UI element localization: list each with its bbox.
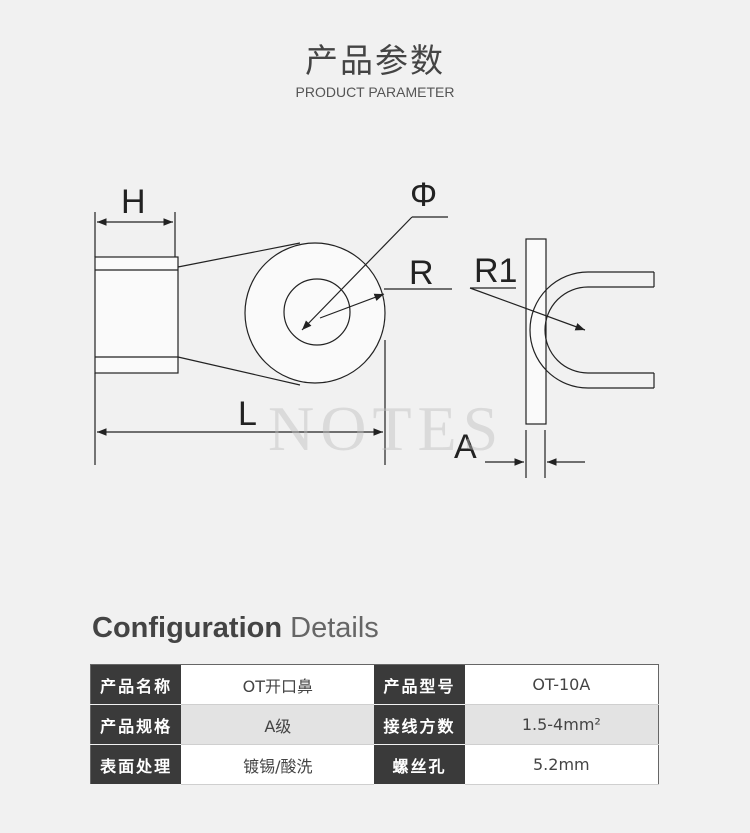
watermark: NOTES	[268, 393, 505, 464]
spec-table: 产品名称 OT开口鼻 产品型号 OT-10A 产品规格 A级 接线方数 1.5-…	[90, 664, 659, 785]
spec-label: 产品名称	[90, 664, 182, 705]
u-shape-inner	[544, 286, 654, 374]
h-label: H	[121, 183, 146, 221]
spec-value: 5.2mm	[464, 744, 659, 785]
page-title: 产品参数	[305, 41, 445, 80]
barrel-body	[94, 256, 179, 374]
u-shape-outer	[529, 271, 654, 389]
config-heading: Configuration Details	[92, 612, 379, 645]
spec-value: 1.5-4mm²	[464, 704, 659, 745]
tongue-upper-edge	[177, 242, 301, 268]
tongue-lower-edge	[177, 356, 301, 386]
ring-hole	[283, 278, 351, 346]
a-label: A	[454, 428, 477, 466]
spec-label: 表面处理	[90, 744, 182, 785]
l-label: L	[238, 395, 257, 433]
table-row: 产品名称 OT开口鼻 产品型号 OT-10A	[90, 664, 659, 705]
terminal-dimension-drawing: H Φ R R1 L A	[94, 176, 655, 478]
spec-value: OT-10A	[464, 664, 659, 705]
page-subtitle: PRODUCT PARAMETER	[295, 84, 455, 100]
r-label: R	[409, 254, 434, 292]
ring-plate-side	[525, 238, 547, 425]
spec-label: 产品型号	[374, 664, 465, 705]
config-heading-bold: Configuration	[92, 612, 283, 644]
table-row: 表面处理 镀锡/酸洗 螺丝孔 5.2mm	[90, 744, 659, 785]
config-heading-light: Details	[290, 612, 379, 644]
r1-leader	[469, 287, 586, 331]
phi-label: Φ	[410, 176, 437, 214]
r1-label: R1	[474, 252, 517, 290]
spec-label: 产品规格	[90, 704, 182, 745]
ring-outer	[244, 242, 386, 384]
spec-value: OT开口鼻	[181, 664, 375, 705]
table-row: 产品规格 A级 接线方数 1.5-4mm²	[90, 704, 659, 745]
r-leader	[319, 293, 385, 319]
spec-value: 镀锡/酸洗	[181, 744, 375, 785]
spec-label: 接线方数	[374, 704, 465, 745]
spec-value: A级	[181, 704, 375, 745]
phi-leader	[301, 216, 413, 331]
spec-label: 螺丝孔	[374, 744, 465, 785]
